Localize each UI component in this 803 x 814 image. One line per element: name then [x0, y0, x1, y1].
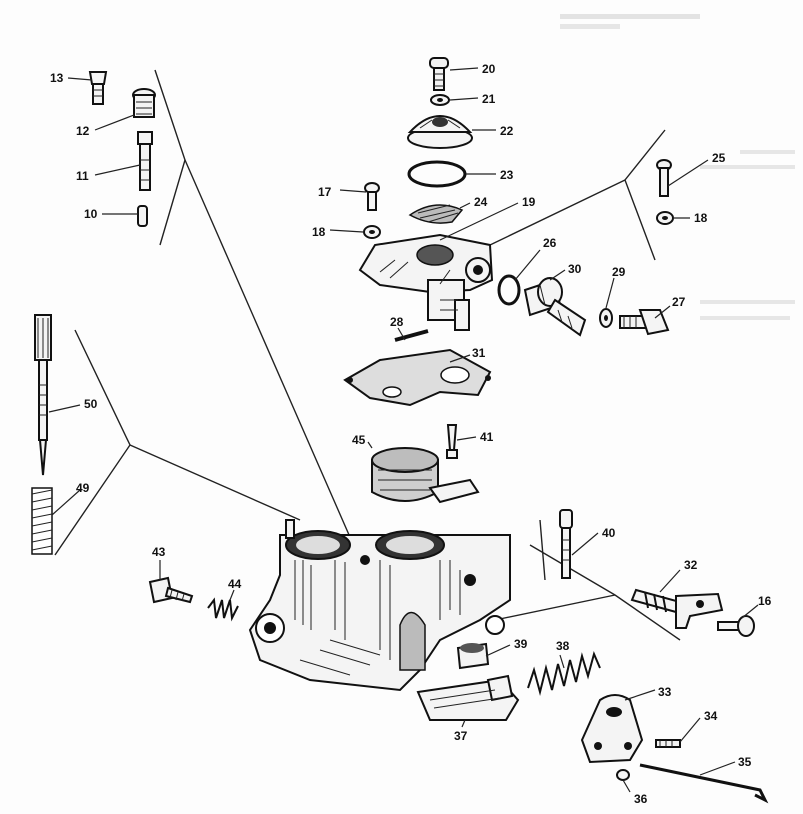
part-24-mesh-filter — [408, 204, 464, 224]
callout-34: 34 — [704, 709, 718, 723]
part-18-nut-right — [656, 211, 674, 225]
callout-49: 49 — [76, 481, 90, 495]
part-45-float — [371, 447, 480, 504]
part-17-screw — [364, 182, 380, 211]
part-39-nut — [456, 642, 490, 670]
callout-39: 39 — [514, 637, 528, 651]
callout-12: 12 — [76, 124, 90, 138]
part-35-rod — [639, 763, 769, 804]
part-38-spring — [527, 650, 601, 696]
callout-16: 16 — [758, 594, 772, 608]
part-13-screw — [88, 71, 108, 105]
part-37-plate — [416, 674, 520, 721]
part-26-fibre-washer — [497, 274, 521, 306]
callout-17: 17 — [318, 185, 332, 199]
callout-11: 11 — [76, 169, 89, 183]
callout-37: 37 — [454, 729, 468, 743]
part-12-plug — [132, 88, 156, 118]
carburettor-body — [248, 519, 511, 692]
callout-24: 24 — [474, 195, 488, 209]
callout-29: 29 — [612, 265, 626, 279]
part-30-banjo-union — [523, 277, 587, 337]
callout-45: 45 — [352, 433, 366, 447]
part-34-screw — [655, 739, 681, 748]
callout-22: 22 — [500, 124, 514, 138]
leader-lines — [48, 67, 759, 793]
part-10-jet-small — [137, 205, 148, 227]
part-25-screw — [656, 159, 672, 197]
callout-26: 26 — [543, 236, 557, 250]
callout-27: 27 — [672, 295, 686, 309]
callout-18-right: 18 — [694, 211, 708, 225]
callout-41: 41 — [480, 430, 494, 444]
part-40-jet — [559, 509, 573, 579]
callout-43: 43 — [152, 545, 166, 559]
part-29-washer — [599, 308, 613, 328]
callout-23: 23 — [500, 168, 514, 182]
callout-36: 36 — [634, 792, 648, 806]
callout-18-left: 18 — [312, 225, 326, 239]
part-19-float-chamber-lid — [358, 233, 494, 331]
callout-19: 19 — [522, 195, 536, 209]
callout-35: 35 — [738, 755, 752, 769]
part-32-lever-assembly — [630, 588, 724, 629]
part-21-washer — [430, 94, 450, 106]
callout-40: 40 — [602, 526, 616, 540]
part-11-jet — [137, 131, 153, 191]
part-36-nut — [616, 769, 630, 781]
callout-21: 21 — [482, 92, 496, 106]
part-20-screw — [429, 57, 449, 91]
callout-38: 38 — [556, 639, 570, 653]
part-43-screw — [148, 576, 194, 604]
part-23-gasket-ring — [407, 160, 467, 188]
callout-44: 44 — [228, 577, 242, 591]
bleed-through-text — [560, 14, 795, 320]
callout-32: 32 — [684, 558, 698, 572]
callout-25: 25 — [712, 151, 726, 165]
part-18-nut-left — [363, 225, 381, 239]
part-49-spring — [31, 487, 53, 555]
part-31-gasket — [343, 348, 492, 407]
callout-33: 33 — [658, 685, 672, 699]
callout-30: 30 — [568, 262, 582, 276]
group-lines — [54, 69, 681, 641]
callout-31: 31 — [472, 346, 486, 360]
part-41-needle — [446, 424, 458, 459]
part-27-banjo-bolt — [619, 309, 670, 336]
callout-50: 50 — [84, 397, 98, 411]
part-50-throttle-stop-screw — [34, 314, 52, 476]
callout-20: 20 — [482, 62, 496, 76]
callout-10: 10 — [84, 207, 98, 221]
callout-13: 13 — [50, 71, 64, 85]
part-33-bracket — [580, 694, 644, 764]
callout-28: 28 — [390, 315, 404, 329]
callout-labels: 20 21 22 23 24 19 17 18 25 18 26 30 29 2… — [50, 62, 772, 806]
part-22-dome-cover — [407, 115, 473, 149]
part-16-screw — [717, 615, 755, 637]
part-28-pin — [394, 329, 429, 342]
part-44-spring — [207, 597, 239, 622]
